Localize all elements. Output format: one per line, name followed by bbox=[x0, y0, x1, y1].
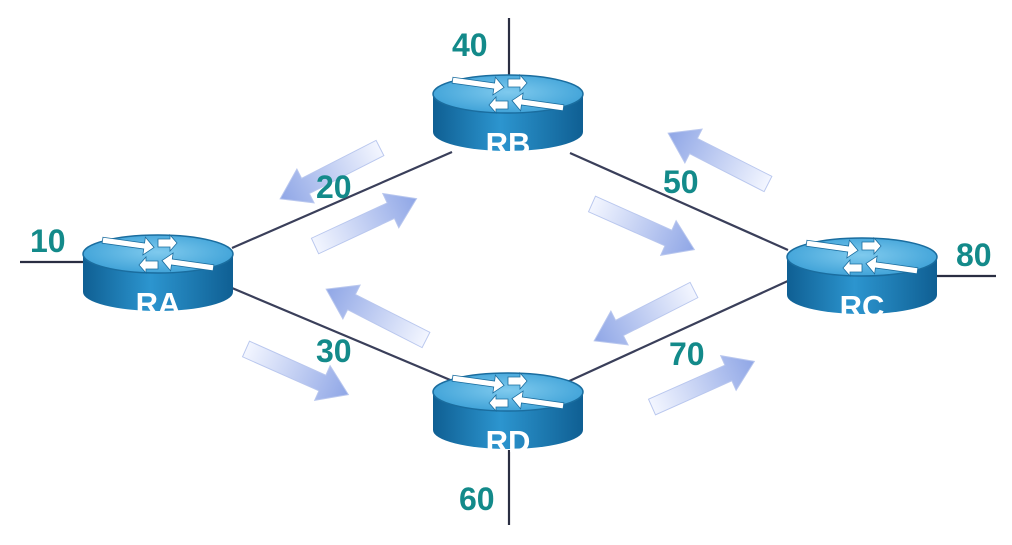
link-rb-rc bbox=[569, 151, 789, 252]
link-rd-rc bbox=[564, 278, 791, 385]
network-label-30: 30 bbox=[316, 333, 352, 369]
router-label-rb: RB bbox=[486, 126, 531, 161]
network-label-70: 70 bbox=[669, 336, 705, 372]
router-label-rc: RC bbox=[840, 289, 885, 324]
router-rd[interactable]: RD bbox=[432, 368, 584, 459]
network-label-50: 50 bbox=[663, 164, 699, 200]
network-label-20: 20 bbox=[316, 169, 352, 205]
network-label-10: 10 bbox=[30, 223, 66, 259]
link-ra-rb bbox=[231, 150, 453, 250]
link-ra-rd bbox=[231, 286, 456, 384]
network-label-40: 40 bbox=[452, 27, 488, 63]
router-rb[interactable]: RB bbox=[432, 70, 584, 161]
router-label-ra: RA bbox=[136, 286, 181, 321]
router-label-rd: RD bbox=[486, 424, 531, 459]
router-rc[interactable]: RC bbox=[786, 233, 938, 324]
router-ra[interactable]: RA bbox=[82, 230, 234, 321]
network-label-80: 80 bbox=[956, 237, 992, 273]
network-label-60: 60 bbox=[459, 481, 495, 517]
